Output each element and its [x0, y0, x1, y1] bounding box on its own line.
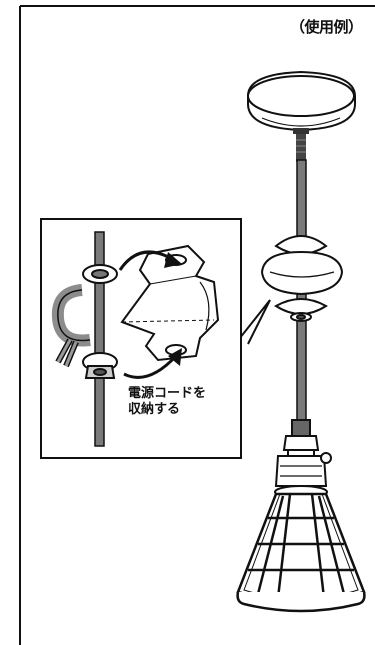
power-cord: [296, 159, 307, 431]
detail-cord: [94, 231, 105, 447]
cord-grip: [293, 128, 309, 162]
callout-caption-line1: 電源コードを: [128, 386, 207, 401]
upper-washer: [82, 264, 118, 284]
arrow-lower: [123, 354, 178, 379]
cord-reel: [260, 235, 344, 322]
arrow-upper-head: [164, 252, 182, 268]
cord-holder-bracket: [120, 244, 220, 362]
lamp-socket: [274, 419, 332, 499]
lower-washer: [82, 352, 118, 379]
lamp-shade: [236, 492, 366, 613]
arrow-lower-head: [168, 348, 182, 366]
coiled-cord: [51, 284, 91, 368]
usage-example-label: （使用例）: [290, 18, 363, 36]
callout-caption: 電源コードを 収納する: [128, 386, 206, 418]
ceiling-canopy: [247, 70, 356, 132]
callout-caption-line2: 収納する: [128, 402, 181, 417]
